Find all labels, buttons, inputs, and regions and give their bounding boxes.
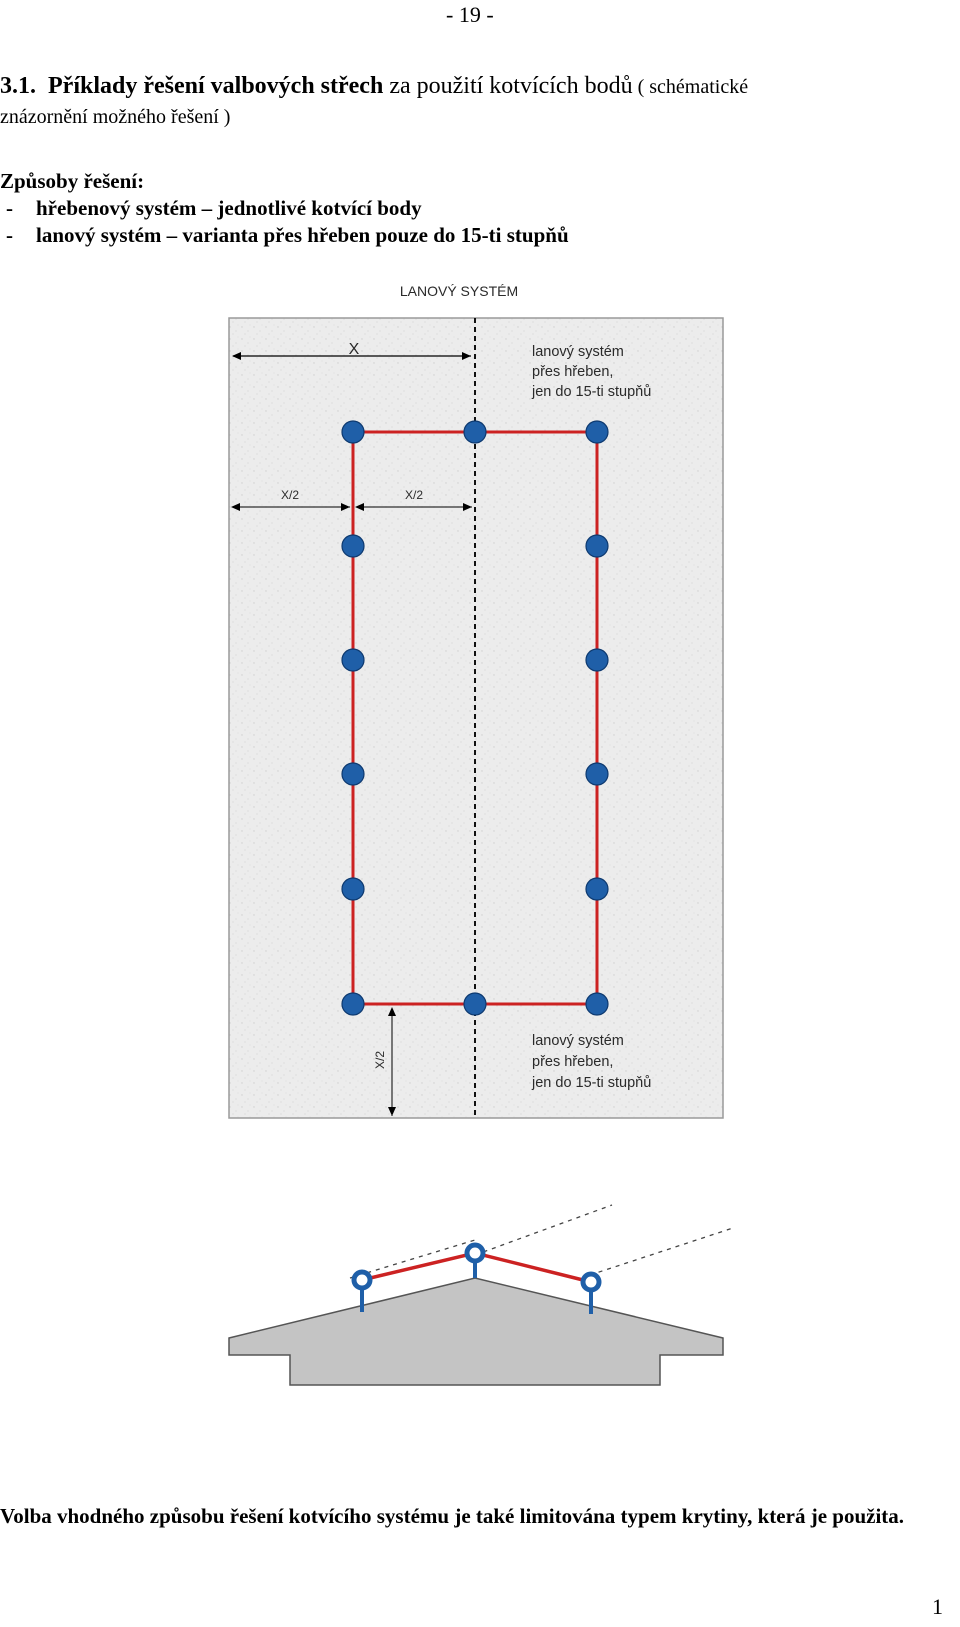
anchor-point [463, 992, 487, 1016]
anchor-eye [580, 1271, 602, 1293]
methods-title: Způsoby řešení: [0, 169, 145, 193]
list-item: -lanový systém – varianta přes hřeben po… [6, 223, 569, 247]
anchor-eye [464, 1242, 486, 1264]
note-top: lanový systém přes hřeben, jen do 15-ti … [531, 344, 651, 400]
svg-text:lanový systém: lanový systém [532, 1033, 624, 1049]
roof-shape [228, 1277, 724, 1386]
note-bottom: lanový systém přes hřeben, jen do 15-ti … [531, 1033, 651, 1091]
section-title-rest: za použití kotvících bodů [383, 73, 633, 99]
figure-title: LANOVÝ SYSTÉM [400, 283, 518, 299]
dashed-guide [589, 1227, 734, 1276]
svg-text:přes hřeben,: přes hřeben, [532, 364, 613, 380]
dimension-half-right-label: X/2 [405, 488, 423, 502]
anchor-point [585, 420, 609, 444]
dashed-guide [349, 1239, 476, 1279]
anchor-point [585, 534, 609, 558]
roof-plan [228, 317, 724, 1119]
anchor-point [341, 420, 365, 444]
anchor-point [463, 420, 487, 444]
anchor-point [585, 762, 609, 786]
methods-list: Způsoby řešení: -hřebenový systém – jedn… [0, 168, 569, 249]
list-item: -hřebenový systém – jednotlivé kotvící b… [6, 196, 422, 220]
dashed-guide [474, 1204, 613, 1256]
anchor-point [341, 992, 365, 1016]
section-heading: 3.1. Příklady řešení valbových střech za… [0, 72, 958, 132]
dimension-half-left-label: X/2 [281, 488, 299, 502]
rope-line [351, 430, 599, 1006]
rope-line [361, 1251, 592, 1284]
svg-text:přes hřeben,: přes hřeben, [532, 1054, 613, 1070]
page-number-top: - 19 - [446, 2, 494, 27]
anchor-point [585, 877, 609, 901]
anchor-point [341, 762, 365, 786]
anchor-point [341, 648, 365, 672]
roof-section [228, 1204, 734, 1386]
section-number: 3.1. [0, 73, 36, 99]
section-title: Příklady řešení valbových střech [48, 73, 384, 99]
svg-text:jen do 15-ti stupňů: jen do 15-ti stupňů [531, 1075, 651, 1091]
anchor-point [585, 648, 609, 672]
anchor-points [341, 420, 609, 1016]
anchor-point [341, 534, 365, 558]
conclusion-text: Volba vhodného způsobu řešení kotvícího … [0, 1504, 905, 1528]
page-number-bottom: 1 [932, 1594, 943, 1619]
svg-text:jen do 15-ti stupňů: jen do 15-ti stupňů [531, 384, 651, 400]
dimension-half-bottom-label: X/2 [373, 1051, 387, 1069]
section-note-end: znázornění možného řešení ) [0, 106, 231, 128]
anchor-eye [351, 1269, 373, 1291]
dimension-x-label: X [349, 341, 360, 358]
anchor-point [341, 877, 365, 901]
section-note-start: ( schématické [632, 76, 749, 98]
svg-text:lanový systém: lanový systém [532, 344, 624, 360]
anchor-point [585, 992, 609, 1016]
